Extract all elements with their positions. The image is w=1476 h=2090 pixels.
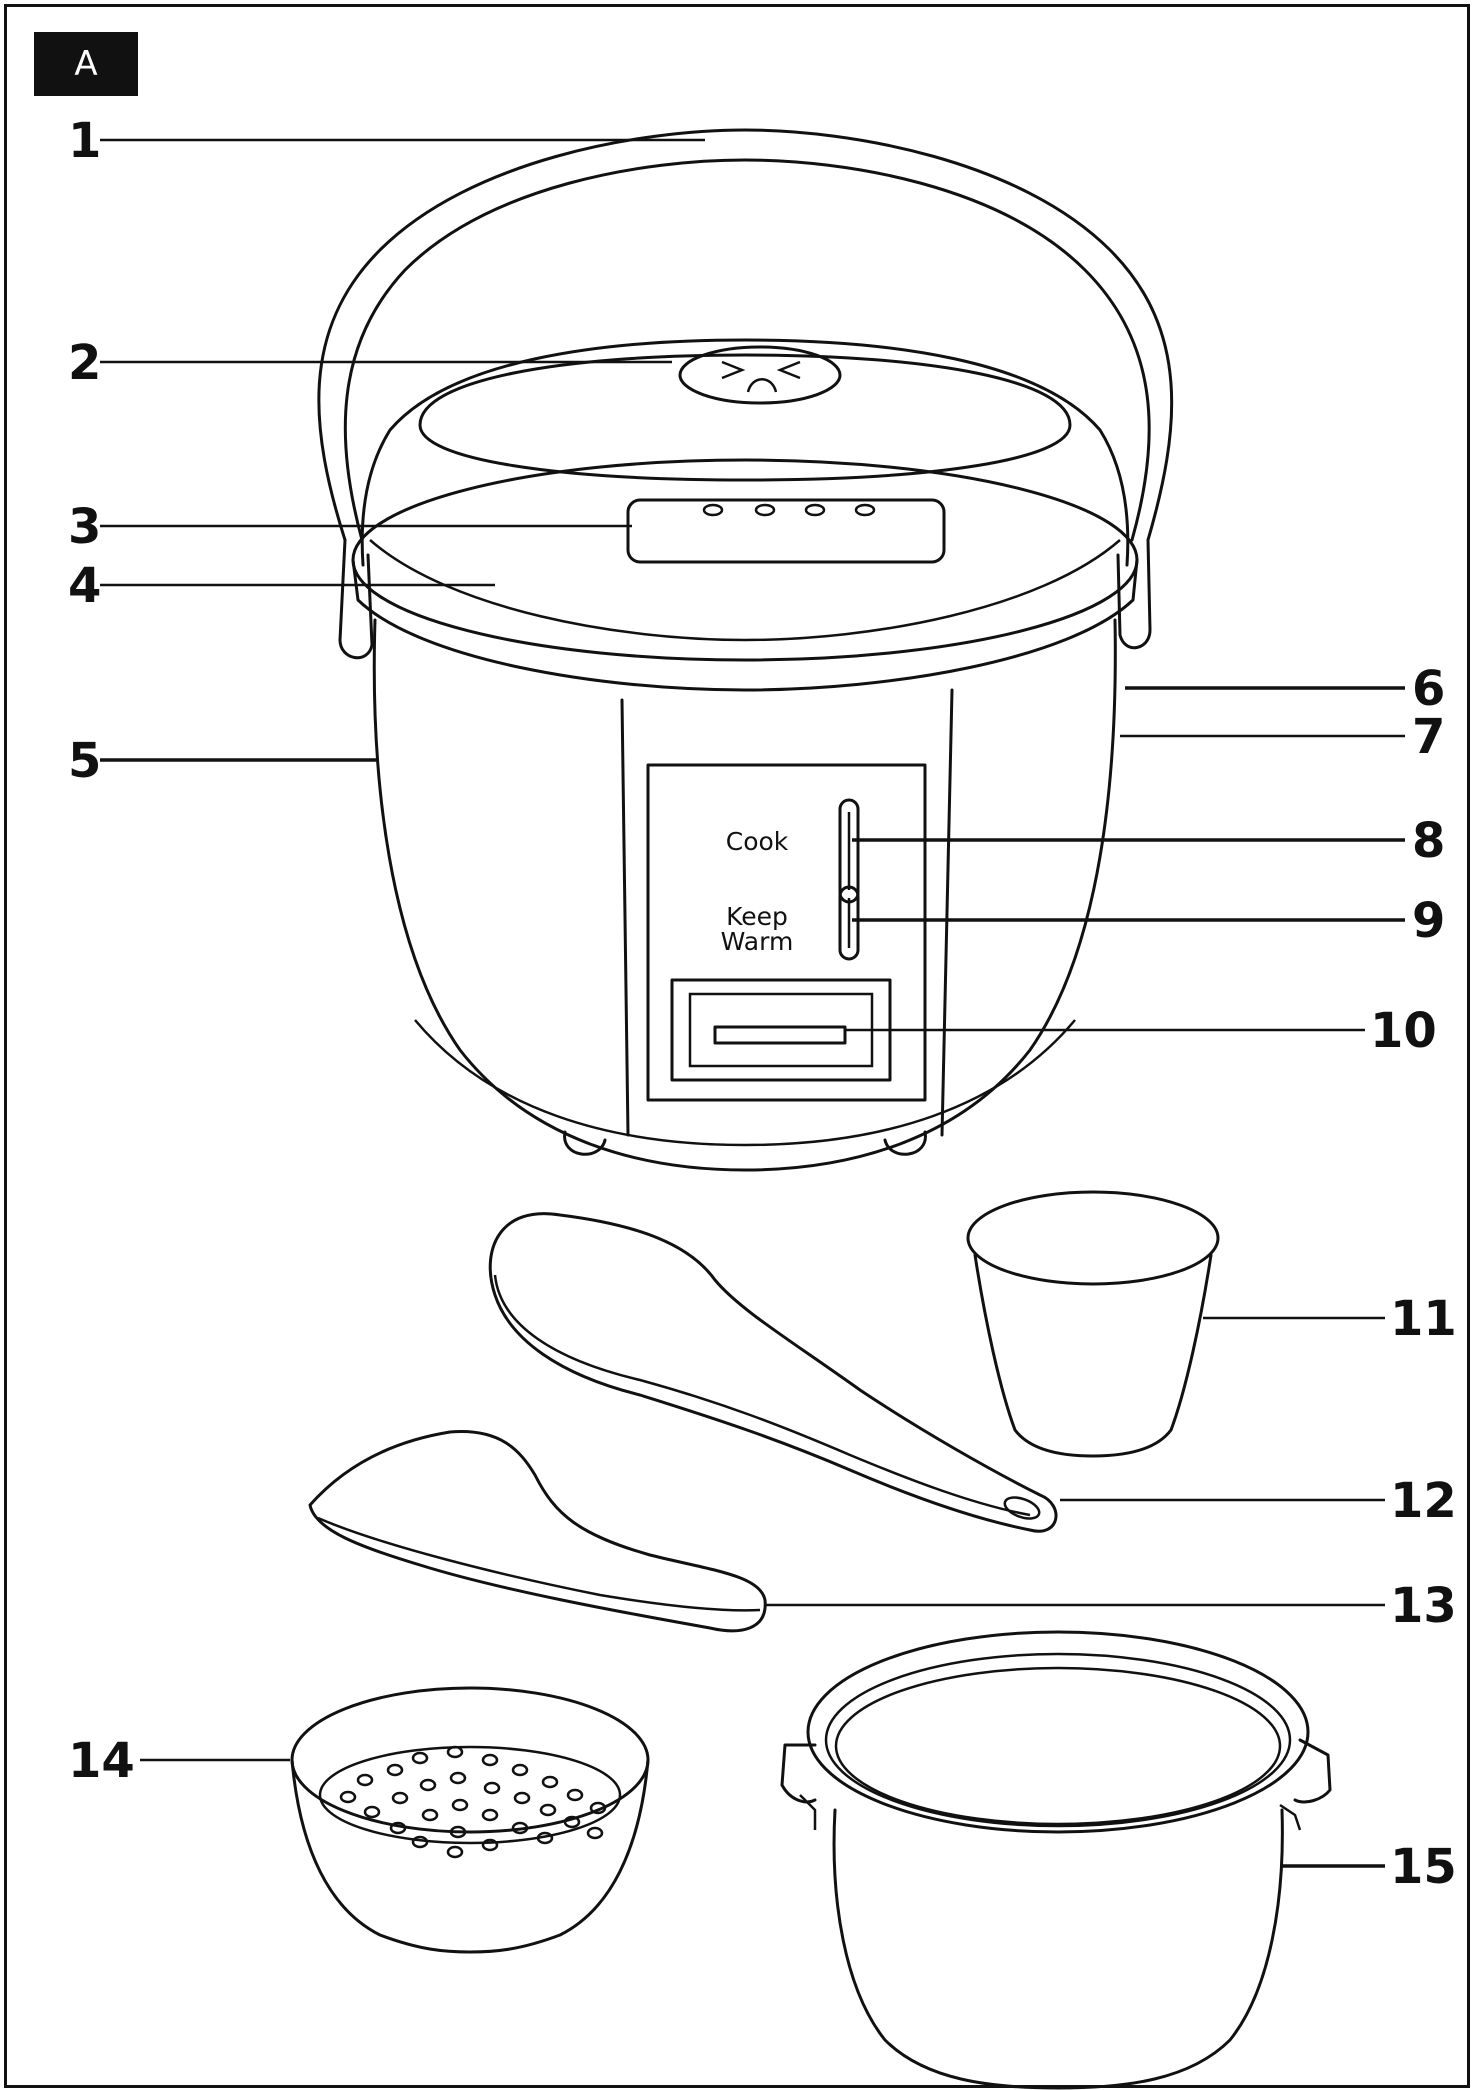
callout-8: 8 xyxy=(1412,813,1445,869)
lid-release-button xyxy=(626,498,946,564)
keep-warm-label-line2: Warm xyxy=(721,927,794,956)
callout-2: 2 xyxy=(68,335,101,391)
callout-4: 4 xyxy=(68,558,101,614)
section-label-badge: A xyxy=(34,32,138,96)
callout-9: 9 xyxy=(1412,893,1445,949)
steam-valve xyxy=(678,345,842,405)
inner-pot xyxy=(780,1630,1332,2090)
callout-5: 5 xyxy=(68,733,101,789)
diagram-frame xyxy=(4,4,1470,2088)
cook-label: Cook xyxy=(726,827,789,856)
rice-ladle xyxy=(488,1212,1058,1533)
callout-3: 3 xyxy=(68,499,101,555)
callout-6: 6 xyxy=(1412,661,1445,717)
callout-13: 13 xyxy=(1390,1578,1457,1634)
callout-1: 1 xyxy=(68,113,101,169)
callout-10: 10 xyxy=(1370,1003,1437,1059)
callout-14: 14 xyxy=(68,1733,135,1789)
steamer-basket xyxy=(290,1686,650,1954)
callout-7: 7 xyxy=(1412,709,1445,765)
callout-11: 11 xyxy=(1390,1291,1457,1347)
callout-numbers: 1 2 3 4 5 6 7 8 9 10 11 12 13 14 15 xyxy=(68,113,1457,1895)
callout-15: 15 xyxy=(1390,1839,1457,1895)
leader-lines xyxy=(100,138,1405,1868)
carry-handle xyxy=(317,128,1174,660)
keep-warm-label-line1: Keep xyxy=(726,902,788,931)
cooker-body xyxy=(351,458,1139,1172)
callout-12: 12 xyxy=(1390,1473,1457,1529)
lid xyxy=(360,338,1130,642)
measuring-cup xyxy=(966,1190,1220,1458)
steamer-holes xyxy=(339,1745,607,1859)
rice-paddle xyxy=(308,1430,767,1633)
